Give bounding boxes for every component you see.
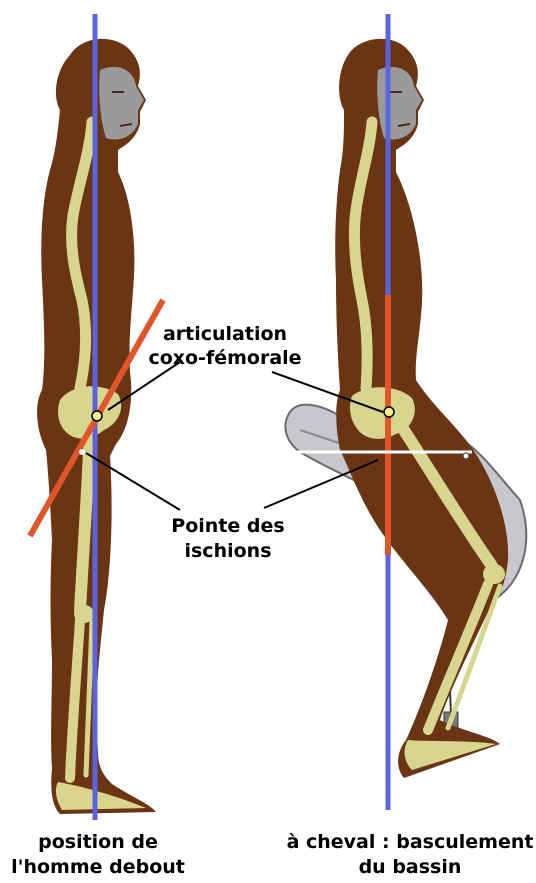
ischions-label-line2: ischions: [184, 540, 271, 562]
articulation-label-line1: articulation: [163, 323, 287, 345]
ischions-label-line1: Pointe des: [171, 515, 284, 537]
right-hip-joint-marker: [384, 407, 394, 417]
left-caption-line2: l'homme debout: [11, 856, 185, 878]
rider-foot: [405, 740, 496, 770]
right-caption-line2: du bassin: [359, 856, 462, 878]
left-hip-joint-marker: [92, 411, 102, 421]
left-caption-line1: position de: [38, 831, 158, 853]
left-ischium-marker: [79, 449, 85, 455]
articulation-label-line2: coxo-fémorale: [148, 347, 301, 369]
rider-figure: [285, 39, 526, 778]
right-caption-line1: à cheval : basculement: [287, 831, 534, 853]
